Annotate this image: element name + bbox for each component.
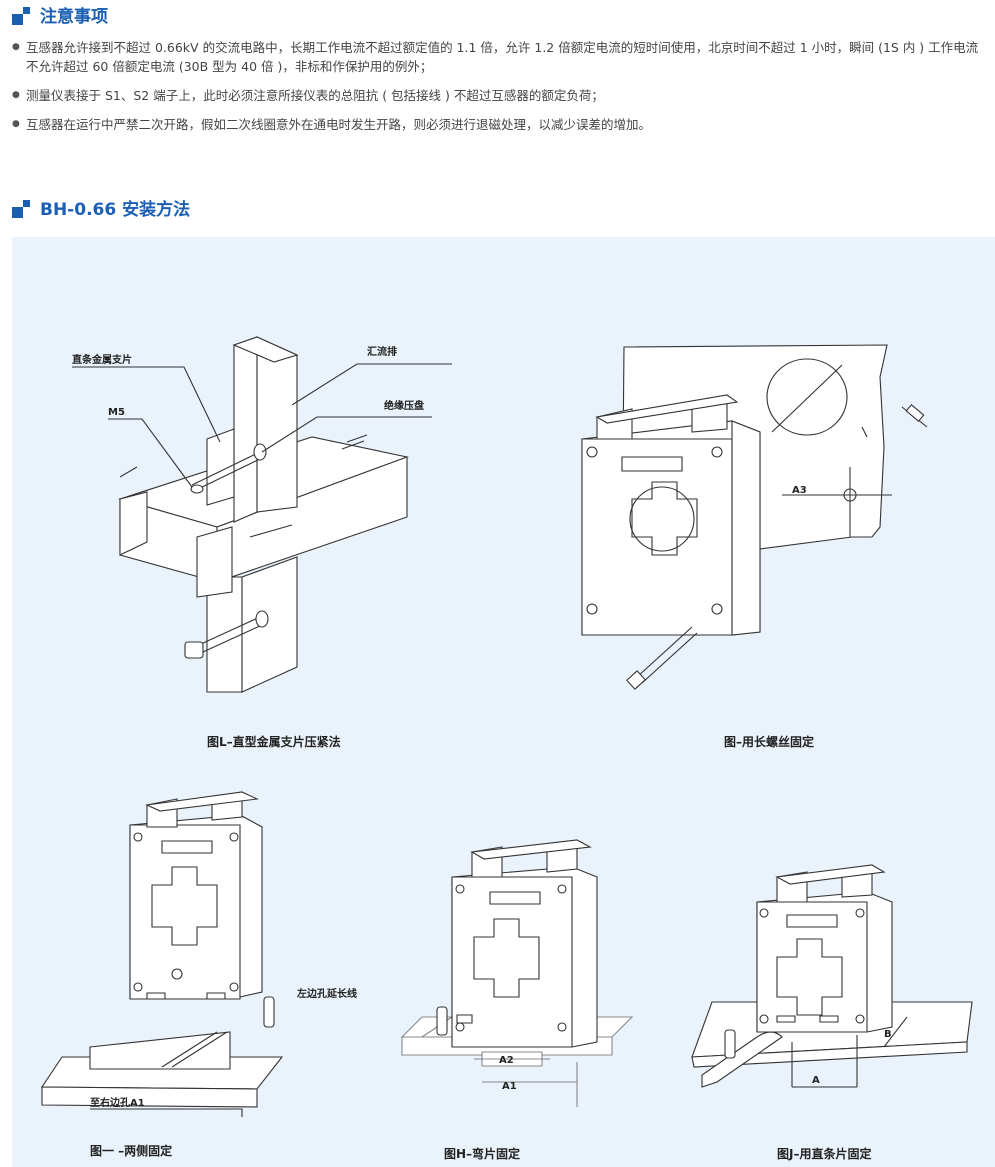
label-a: A bbox=[812, 1075, 820, 1086]
label-right-hole: 至右边孔A1 bbox=[90, 1096, 145, 1109]
section-title-text: 注意事项 bbox=[40, 7, 108, 27]
figure-bent-strip-fixing bbox=[402, 840, 632, 1107]
figure-straight-strip-fixing bbox=[692, 865, 972, 1087]
section-title-install: BH-0.66 安装方法 bbox=[12, 195, 190, 220]
caption-fig4: 图H–弯片固定 bbox=[444, 1147, 521, 1161]
label-busbar: 汇流排 bbox=[367, 345, 397, 358]
install-diagrams: 直条金属支片 M5 汇流排 绝缘压盘 A3 左边孔延长线 至右边孔A1 A2 A… bbox=[12, 237, 995, 1167]
caption-fig5: 图J–用直条片固定 bbox=[777, 1147, 872, 1161]
section-title-text: BH-0.66 安装方法 bbox=[40, 200, 191, 220]
label-m5: M5 bbox=[108, 407, 125, 418]
note-item: 互感器在运行中严禁二次开路，假如二次线圈意外在通电时发生开路，则必须进行退磁处理… bbox=[12, 115, 987, 134]
section-title-notes: 注意事项 bbox=[12, 2, 108, 27]
note-item: 测量仪表接于 S1、S2 端子上，此时必须注意所接仪表的总阻抗 ( 包括接线 )… bbox=[12, 86, 987, 105]
install-diagram-panel: 直条金属支片 M5 汇流排 绝缘压盘 A3 左边孔延长线 至右边孔A1 A2 A… bbox=[12, 237, 995, 1167]
label-a3: A3 bbox=[792, 485, 807, 496]
figure-busbar-clamp bbox=[72, 337, 452, 692]
caption-fig3: 图一 –两侧固定 bbox=[90, 1144, 173, 1158]
section-square-icon bbox=[12, 5, 32, 25]
label-left-hole-extension: 左边孔延长线 bbox=[296, 987, 357, 1000]
section-square-icon bbox=[12, 198, 32, 218]
label-a1: A1 bbox=[502, 1081, 517, 1092]
caption-fig1: 图L–直型金属支片压紧法 bbox=[207, 735, 341, 749]
label-b: B bbox=[884, 1029, 892, 1040]
figure-long-screw bbox=[582, 345, 927, 689]
label-a2: A2 bbox=[499, 1055, 514, 1066]
notes-list: 互感器允许接到不超过 0.66kV 的交流电路中，长期工作电流不超过额定值的 1… bbox=[12, 38, 987, 144]
figure-two-side-fixing bbox=[42, 792, 282, 1117]
label-metal-strip: 直条金属支片 bbox=[72, 353, 132, 366]
label-insulation-plate: 绝缘压盘 bbox=[384, 399, 424, 412]
caption-fig2: 图–用长螺丝固定 bbox=[724, 735, 815, 749]
note-item: 互感器允许接到不超过 0.66kV 的交流电路中，长期工作电流不超过额定值的 1… bbox=[12, 38, 987, 76]
